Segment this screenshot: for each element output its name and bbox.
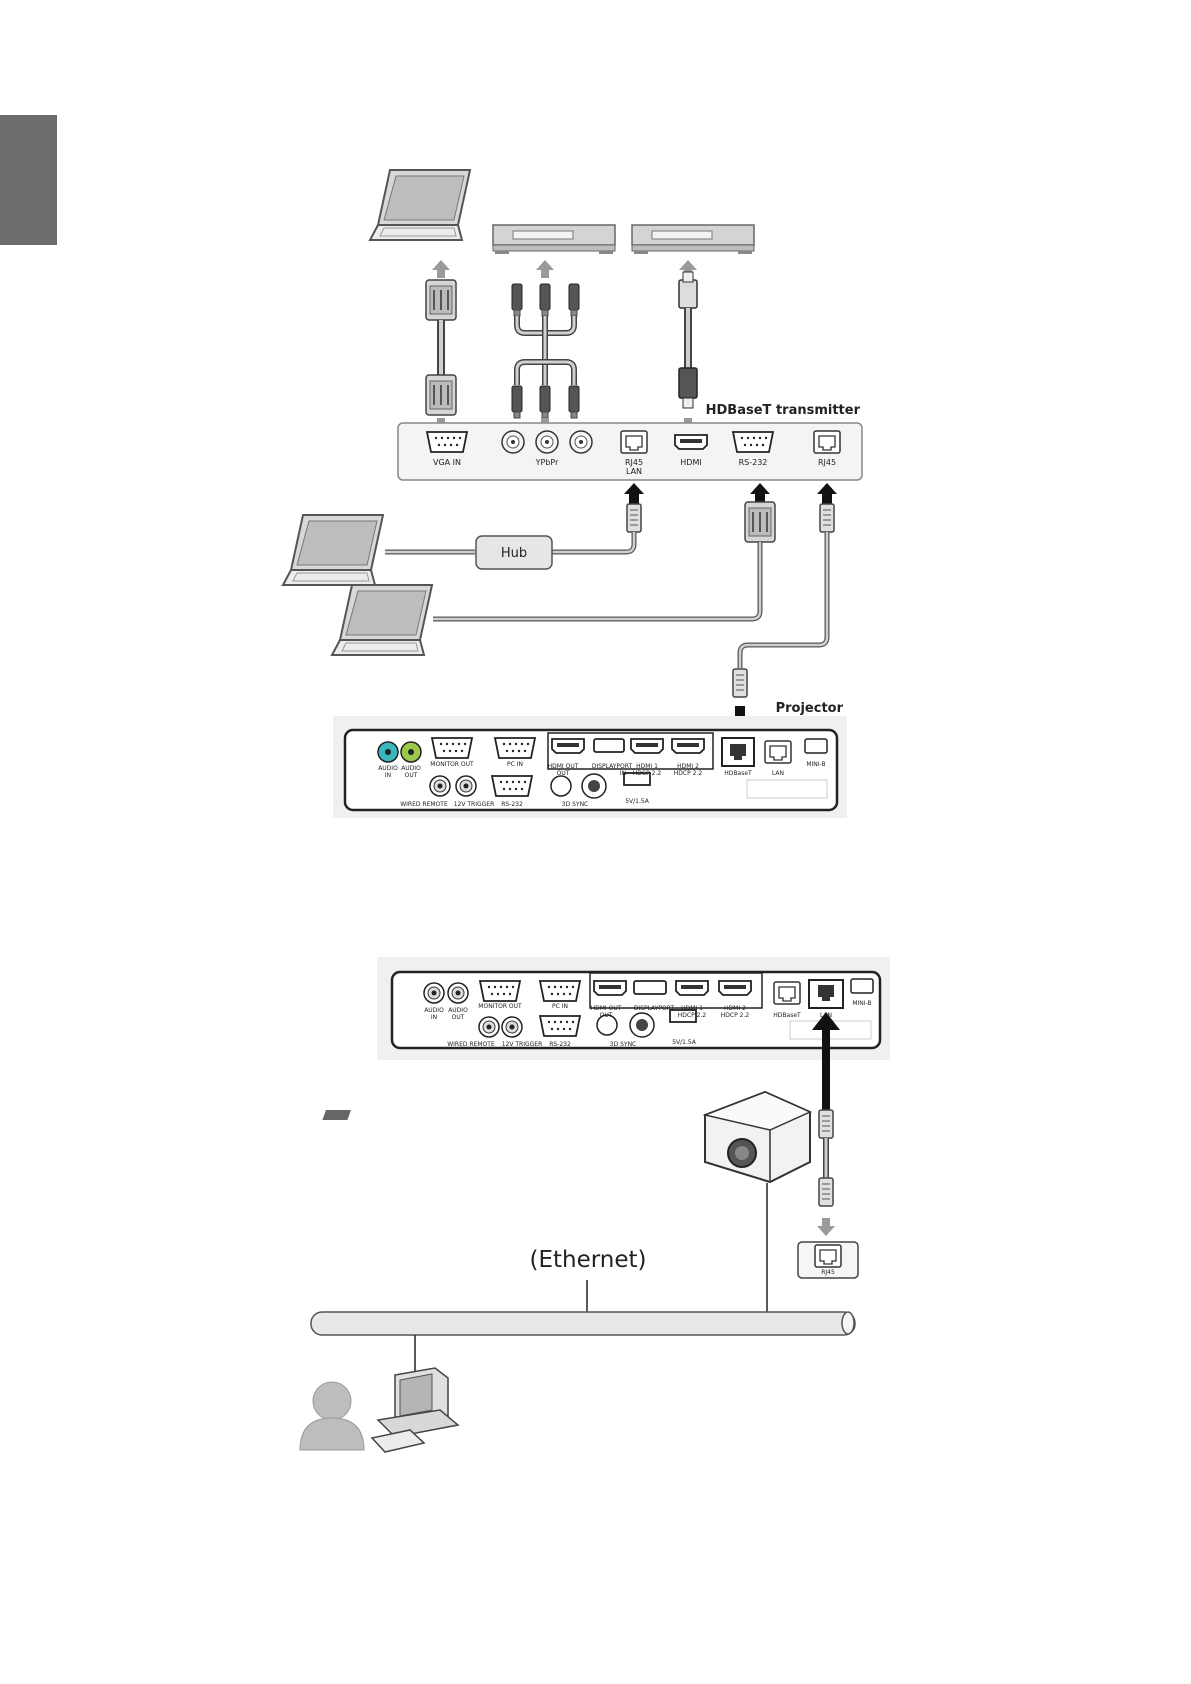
- arrow-up-icon: [750, 483, 770, 504]
- svg-text:IN: IN: [431, 1014, 437, 1021]
- svg-text:OUT: OUT: [600, 1012, 613, 1019]
- svg-text:OUT: OUT: [557, 770, 570, 777]
- svg-text:HDMI 1: HDMI 1: [636, 763, 658, 770]
- svg-text:HDMI OUT: HDMI OUT: [591, 1005, 622, 1012]
- vga-cable-icon: [425, 279, 457, 416]
- svg-text:MINI-B: MINI-B: [852, 1000, 871, 1007]
- rj45-wall-port-icon: [814, 1244, 842, 1268]
- svg-text:OUT: OUT: [405, 772, 418, 779]
- svg-text:3D SYNC: 3D SYNC: [562, 801, 589, 808]
- arrow-up-icon: [817, 483, 837, 504]
- ethernet-bus: [310, 1311, 856, 1336]
- svg-text:HDMI 2: HDMI 2: [724, 1005, 746, 1012]
- svg-text:OUT: OUT: [452, 1014, 465, 1021]
- svg-text:IN: IN: [385, 772, 391, 779]
- svg-text:AUDIO: AUDIO: [448, 1007, 468, 1014]
- svg-text:HDBaseT: HDBaseT: [773, 1012, 801, 1019]
- hub-label: Hub: [501, 546, 527, 561]
- panel-1-labels: AUDIO IN AUDIO OUT MONITOR OUT PC IN HDM…: [378, 761, 825, 808]
- port-label-rj45: RJ45: [625, 458, 643, 467]
- arrow-up-icon: [432, 260, 450, 278]
- projector-panel-1: [333, 716, 847, 818]
- desktop-computer-icon: [370, 1367, 460, 1453]
- svg-text:IN: IN: [620, 770, 626, 777]
- svg-text:WIRED REMOTE: WIRED REMOTE: [447, 1041, 495, 1048]
- svg-text:LAN: LAN: [772, 770, 784, 777]
- transmitter-title: HDBaseT transmitter: [706, 403, 861, 418]
- svg-text:AUDIO: AUDIO: [378, 765, 398, 772]
- port-label-lan: LAN: [626, 467, 642, 476]
- svg-text:DISPLAYPORT: DISPLAYPORT: [634, 1005, 675, 1012]
- hub-box: [475, 535, 553, 570]
- wall-port-label: RJ45: [821, 1269, 835, 1276]
- svg-text:MONITOR OUT: MONITOR OUT: [478, 1003, 522, 1010]
- laptop-rs232-icon: [331, 584, 433, 656]
- svg-text:HDBaseT: HDBaseT: [724, 770, 752, 777]
- lan-cable: [818, 1109, 834, 1207]
- projector-icon: [322, 1090, 812, 1184]
- projector-title: Projector: [776, 701, 844, 716]
- svg-text:HDCP 2.2: HDCP 2.2: [633, 770, 662, 777]
- hdmi-cable-icon: [678, 271, 698, 409]
- rj45-plug-icon: [626, 503, 642, 533]
- svg-text:12V TRIGGER: 12V TRIGGER: [502, 1041, 543, 1048]
- rj45-plug-icon: [819, 503, 835, 533]
- port-label-hdmi: HDMI: [680, 458, 701, 467]
- svg-text:HDCP 2.2: HDCP 2.2: [721, 1012, 750, 1019]
- port-label-rj45-out: RJ45: [818, 458, 836, 467]
- av-player-icon: [631, 224, 755, 255]
- svg-text:PC IN: PC IN: [552, 1003, 568, 1010]
- svg-text:5V/1.5A: 5V/1.5A: [625, 798, 649, 805]
- network-cables: [385, 532, 830, 668]
- rs232-plug-icon: [744, 501, 776, 543]
- chapter-tab: [0, 115, 57, 245]
- svg-text:HDMI OUT: HDMI OUT: [548, 763, 579, 770]
- component-cable-icon: [511, 283, 580, 419]
- svg-text:AUDIO: AUDIO: [401, 765, 421, 772]
- user-icon: [299, 1381, 365, 1451]
- port-label-vga-in: VGA IN: [433, 458, 461, 467]
- arrow-up-icon: [624, 483, 644, 504]
- svg-text:HDMI 2: HDMI 2: [677, 763, 699, 770]
- svg-text:HDCP 2.2: HDCP 2.2: [678, 1012, 707, 1019]
- svg-text:MINI-B: MINI-B: [806, 761, 825, 768]
- svg-text:RS-232: RS-232: [549, 1041, 571, 1048]
- svg-text:12V TRIGGER: 12V TRIGGER: [454, 801, 495, 808]
- svg-text:AUDIO: AUDIO: [424, 1007, 444, 1014]
- panel-2-labels: AUDIO IN AUDIO OUT MONITOR OUT PC IN HDM…: [424, 1000, 871, 1048]
- arrow-up-icon: [536, 260, 554, 278]
- arrow-down-icon: [817, 1218, 835, 1236]
- svg-text:HDMI 1: HDMI 1: [681, 1005, 703, 1012]
- svg-text:RS-232: RS-232: [501, 801, 523, 808]
- svg-text:PC IN: PC IN: [507, 761, 523, 768]
- laptop-top-icon: [369, 169, 471, 241]
- port-label-ypbpr: YPbPr: [535, 458, 559, 467]
- svg-text:3D SYNC: 3D SYNC: [610, 1041, 637, 1048]
- av-player-icon: [492, 224, 616, 255]
- rj45-plug-icon: [732, 668, 748, 698]
- laptop-lan-icon: [282, 514, 384, 586]
- port-label-rs232: RS-232: [739, 458, 768, 467]
- ethernet-label: (Ethernet): [529, 1247, 646, 1273]
- svg-text:5V/1.5A: 5V/1.5A: [672, 1039, 696, 1046]
- svg-text:DISPLAYPORT: DISPLAYPORT: [592, 763, 633, 770]
- svg-text:WIRED REMOTE: WIRED REMOTE: [400, 801, 448, 808]
- svg-text:MONITOR OUT: MONITOR OUT: [430, 761, 474, 768]
- svg-text:HDCP 2.2: HDCP 2.2: [674, 770, 703, 777]
